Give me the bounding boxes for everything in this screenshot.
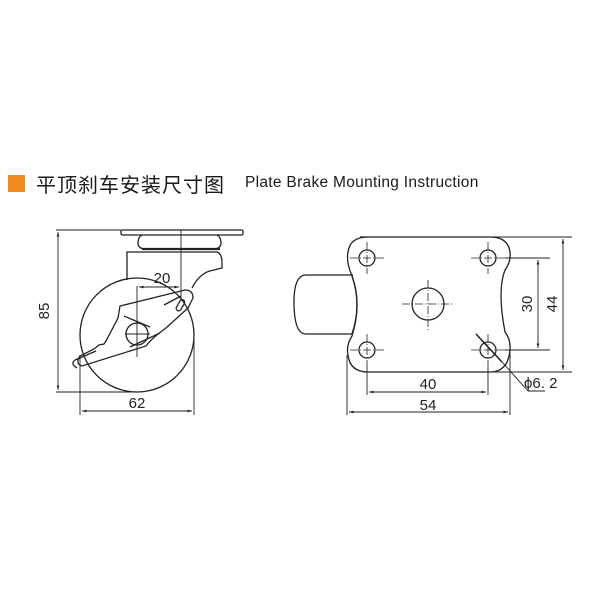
height-85-label: 85 <box>36 303 53 320</box>
side-dimension-lines <box>56 229 195 415</box>
width-62-label: 62 <box>129 395 146 412</box>
offset-20-label: 20 <box>154 270 171 287</box>
top-plate <box>120 229 244 236</box>
swivel-bearing <box>137 234 222 250</box>
hole-spacing-30-label: 30 <box>519 296 536 313</box>
brake-lever <box>77 289 194 367</box>
hole-diameter-label: ϕ6. 2 <box>524 375 557 392</box>
brake-slot <box>175 299 186 312</box>
plate-height-44-label: 44 <box>544 296 561 313</box>
plate-width-54-label: 54 <box>420 397 437 414</box>
drawing-header: 平顶刹车安装尺寸图 Plate Brake Mounting Instructi… <box>8 170 479 197</box>
fork-bracket <box>126 251 223 289</box>
orange-square-marker-icon <box>8 174 25 192</box>
top-dimension-lines <box>346 236 572 415</box>
wheel-stub <box>293 274 353 335</box>
title-chinese: 平顶刹车安装尺寸图 <box>36 172 225 197</box>
title-english: Plate Brake Mounting Instruction <box>245 174 479 191</box>
hole-spacing-40-label: 40 <box>420 376 437 393</box>
side-view-caster <box>72 229 244 393</box>
top-view-plate <box>293 236 511 373</box>
plate-outline <box>346 236 511 373</box>
